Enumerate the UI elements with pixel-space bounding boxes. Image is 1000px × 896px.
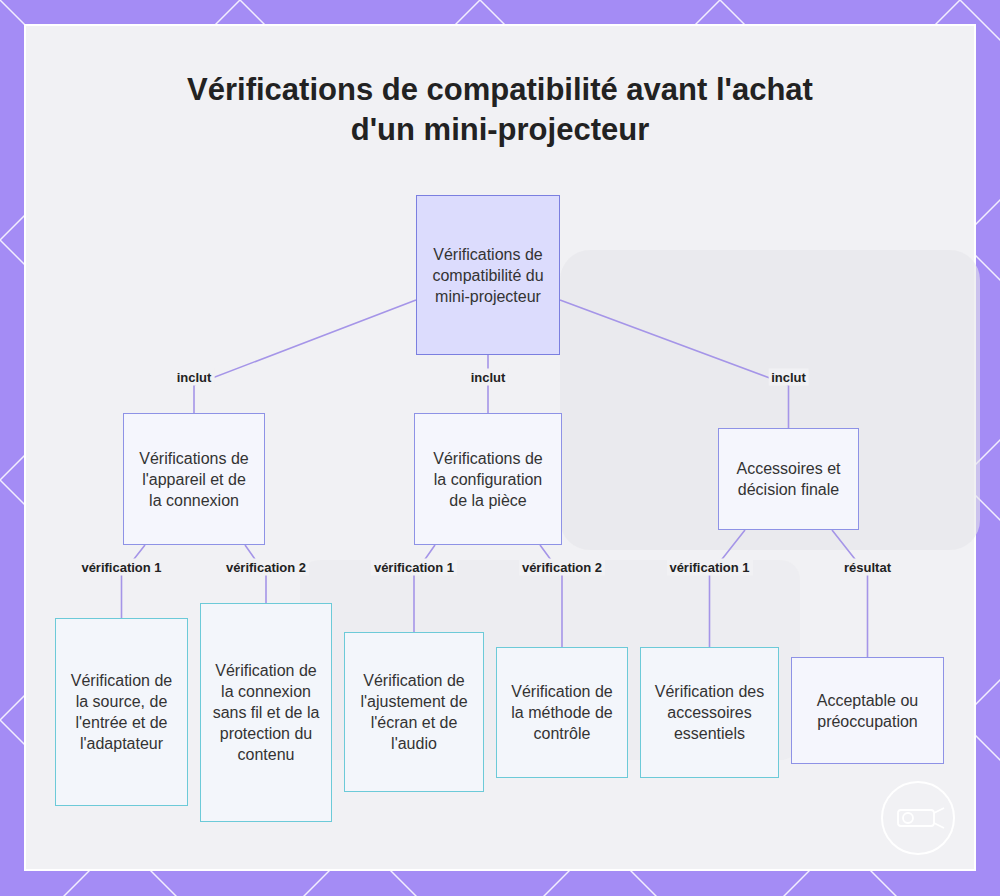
check-box: Vérification de la source, de l'entrée e… (55, 618, 188, 806)
node-text-group: Vérification de l'ajustement de l'écran … (355, 670, 473, 754)
diagram-title: Vérifications de compatibilité avant l'a… (170, 70, 830, 150)
edge-label: vérification 1 (666, 559, 752, 576)
check-box: Vérification de la méthode de contrôle (496, 647, 628, 778)
node-text: Vérifications de la configuration de la … (425, 448, 551, 511)
connector-line (710, 530, 746, 647)
result-box: Acceptable ou préoccupation (791, 657, 944, 764)
edge-label: vérification 1 (371, 559, 457, 576)
node-text: Vérification de l'ajustement de l'écran … (355, 670, 473, 754)
node-text: Acceptable ou préoccupation (802, 690, 933, 732)
node-text: Vérifications de l'appareil et de la con… (134, 448, 254, 511)
node-text-group: Vérification des accessoires essentiels (651, 681, 768, 744)
edge-label: vérification 2 (223, 559, 309, 576)
node-text-group: Acceptable ou préoccupation (802, 690, 933, 732)
node-text-group: Vérifications de l'appareil et de la con… (134, 448, 254, 511)
connector-line (194, 300, 416, 413)
node-text: Vérification des accessoires essentiels (651, 681, 768, 744)
node-text: Vérification de la méthode de contrôle (507, 681, 617, 744)
edge-label: résultat (841, 559, 894, 576)
node-text-group: Vérifications de la configuration de la … (425, 448, 551, 511)
edge-label: inclut (768, 369, 809, 386)
node-text-group: Vérification de la méthode de contrôle (507, 681, 617, 744)
edge-label: inclut (468, 369, 509, 386)
node-text-group: Vérifications de compatibilité du mini-p… (427, 244, 549, 307)
category-box: Vérifications de la configuration de la … (414, 413, 562, 545)
edge-label: vérification 1 (78, 559, 164, 576)
category-box: Vérifications de l'appareil et de la con… (123, 413, 265, 545)
node-text-group: Vérification de la connexion sans fil et… (211, 660, 321, 765)
photo-shade (560, 250, 980, 550)
check-box: Vérification des accessoires essentiels (640, 647, 779, 778)
connector-line (122, 545, 146, 618)
connector-line (560, 300, 789, 428)
check-box: Vérification de la connexion sans fil et… (200, 603, 332, 822)
node-text: Accessoires et décision finale (729, 458, 848, 500)
panel (25, 25, 975, 870)
edge-label: vérification 2 (519, 559, 605, 576)
root-box: Vérifications de compatibilité du mini-p… (416, 195, 560, 355)
projector-icon (882, 782, 954, 854)
node-text-group: Vérification de la source, de l'entrée e… (66, 670, 177, 754)
edge-label: inclut (174, 369, 215, 386)
node-text: Vérifications de compatibilité du mini-p… (427, 244, 549, 307)
category-box: Accessoires et décision finale (718, 428, 859, 530)
node-text: Vérification de la source, de l'entrée e… (66, 670, 177, 754)
connector-line (832, 530, 868, 657)
node-text: Vérification de la connexion sans fil et… (211, 660, 321, 765)
check-box: Vérification de l'ajustement de l'écran … (344, 632, 484, 792)
node-text-group: Accessoires et décision finale (729, 458, 848, 500)
